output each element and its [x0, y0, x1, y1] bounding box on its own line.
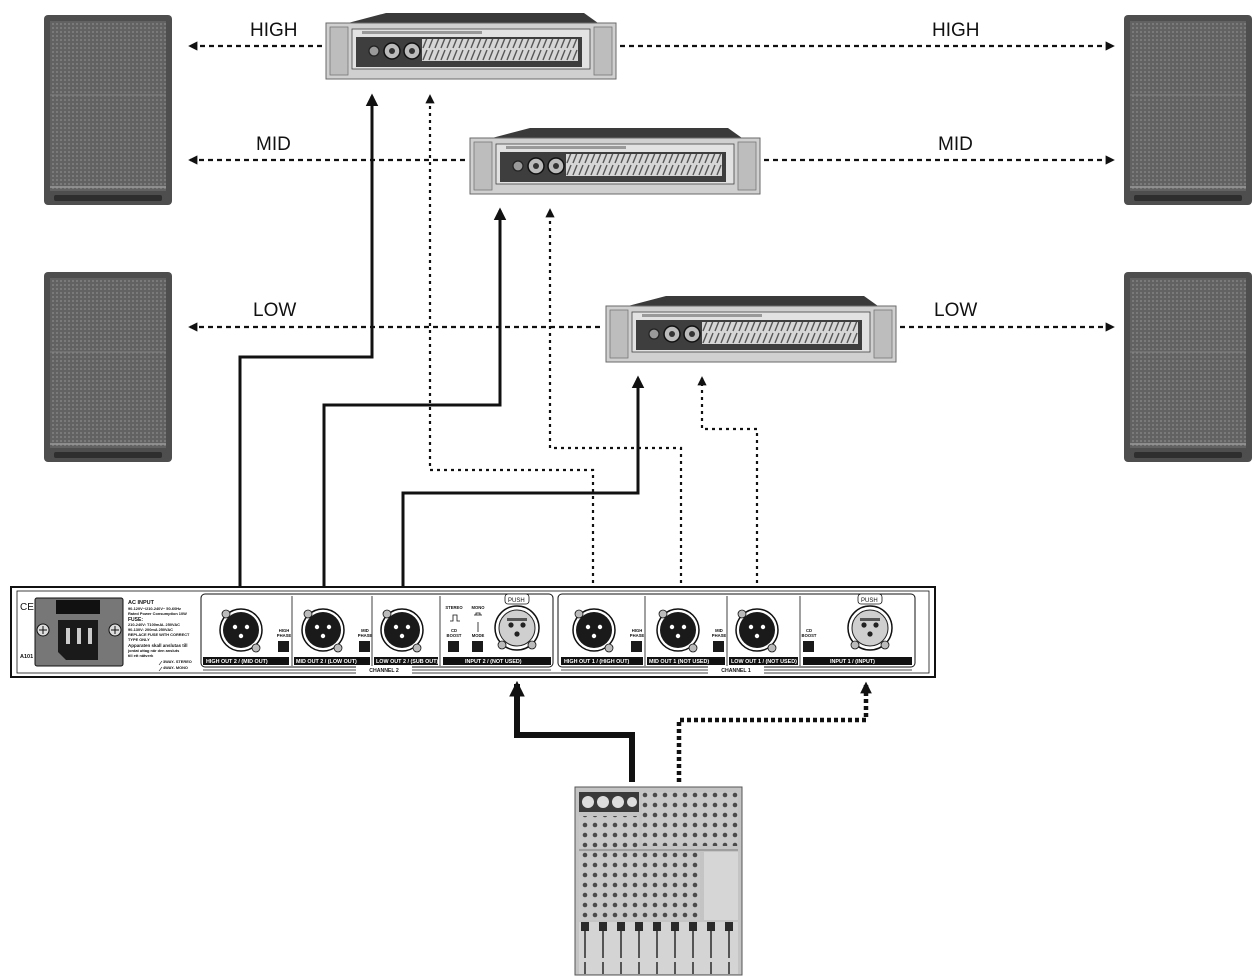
- push-tab-1: PUSH: [861, 598, 878, 604]
- power-line-0: 90-120V~/210-240V~ 50-60Hz: [128, 606, 181, 611]
- cable-ch2-mid: [322, 207, 507, 590]
- switch-mode[interactable]: [472, 641, 483, 652]
- label-mid-right: MID: [938, 134, 973, 155]
- speaker-left-top: [43, 14, 173, 206]
- bar-input-2: INPUT 2 / (NOT USED): [465, 659, 522, 665]
- switch-mid-phase-2[interactable]: [359, 641, 370, 652]
- label-low-left: LOW: [253, 300, 296, 321]
- power-line-2: FUSE:: [128, 617, 143, 623]
- label-high-right: HIGH: [932, 20, 980, 41]
- amplifier-low: [605, 295, 897, 363]
- xlr-high-out-1: [572, 608, 616, 653]
- power-line-4: 90-130V: 200mA 250VAC: [128, 627, 173, 632]
- label-mid-phase-1-b: PHASE: [712, 633, 727, 638]
- label-low-right: LOW: [934, 300, 977, 321]
- power-line-9: till ett nätverk: [128, 653, 154, 658]
- label-cd-boost-2-b: BOOST: [447, 633, 462, 638]
- ce-mark: CE: [20, 602, 34, 613]
- cable-mixer-to-input2: [509, 680, 635, 782]
- mono-switch-icon: [474, 612, 482, 632]
- bar-mid-out-1: MID OUT 1 (NOT USED): [649, 659, 709, 665]
- label-mode: MODE: [472, 633, 485, 638]
- label-high-left: HIGH: [250, 20, 298, 41]
- channel-2-label: CHANNEL 2: [369, 668, 399, 674]
- cable-ch1-mid: [545, 208, 683, 590]
- model-number: A101: [20, 654, 33, 660]
- xlr-low-out-1: [735, 608, 779, 653]
- bar-low-out-1: LOW OUT 1 / (NOT USED): [731, 659, 797, 665]
- speaker-right-top: [1123, 14, 1253, 206]
- speaker-left-bottom: [43, 271, 173, 463]
- bar-high-out-1: HIGH OUT 1 / (HIGH OUT): [564, 659, 629, 665]
- xlr-mid-out-1: [656, 608, 700, 653]
- speaker-right-bottom: [1123, 271, 1253, 463]
- amplifier-mid: [469, 127, 761, 195]
- switch-cd-boost-1[interactable]: [803, 641, 814, 652]
- power-line-3: 210-240V: T100mAL 250VAC: [128, 622, 180, 627]
- cable-mixer-to-input1: [676, 681, 872, 782]
- bar-low-out-2: LOW OUT 2 / (SUB OUT): [376, 659, 438, 665]
- label-mono: MONO: [471, 605, 485, 610]
- label-cd-boost-2-a: CD: [451, 628, 457, 633]
- power-line-5: REPLACE FUSE WITH CORRECT: [128, 632, 190, 637]
- push-tab-2: PUSH: [508, 598, 525, 604]
- label-cd-boost-1-b: BOOST: [802, 633, 817, 638]
- xlr-input-1: [847, 605, 893, 651]
- cable-ch2-high: [238, 93, 379, 590]
- label-cd-boost-1-a: CD: [806, 628, 812, 633]
- label-mid-phase-1-a: MID: [715, 628, 723, 633]
- bar-high-out-2: HIGH OUT 2 / (MID OUT): [206, 659, 268, 665]
- xlr-input-2: [494, 605, 540, 651]
- xlr-mid-out-2: [301, 608, 345, 653]
- power-line-7: Apparaten skall anslutas till: [128, 643, 188, 648]
- power-inlet: [34, 597, 124, 667]
- cable-ch2-low: [401, 375, 645, 590]
- label-high-phase-1-b: PHASE: [630, 633, 645, 638]
- mixer: [574, 786, 743, 976]
- label-mid-left: MID: [256, 134, 291, 155]
- switch-mid-phase-1[interactable]: [713, 641, 724, 652]
- channel-1-label: CHANNEL 1: [721, 668, 751, 674]
- mode-mono-text: 4WAY- MONO: [163, 665, 188, 670]
- power-line-6: TYPE ONLY: [128, 637, 150, 642]
- xlr-low-out-2: [380, 608, 424, 653]
- label-high-phase-2-a: HIGH: [279, 628, 289, 633]
- amplifier-high: [325, 12, 617, 80]
- power-line-8: jordat uttag när den ansluts: [127, 648, 179, 653]
- bar-input-1: INPUT 1 / (INPUT): [830, 659, 875, 665]
- cable-ch1-low: [697, 376, 759, 590]
- cable-ch1-high: [425, 94, 595, 590]
- label-mid-phase-2-b: PHASE: [358, 633, 373, 638]
- bar-mid-out-2: MID OUT 2 / (LOW OUT): [296, 659, 357, 665]
- crossover-rear-panel: CE A101 AC INPUT 90-120V~/210-240V~ 50-6…: [10, 586, 936, 678]
- label-mid-phase-2-a: MID: [361, 628, 369, 633]
- label-high-phase-2-b: PHASE: [277, 633, 292, 638]
- switch-high-phase-1[interactable]: [631, 641, 642, 652]
- switch-cd-boost-2[interactable]: [448, 641, 459, 652]
- switch-high-phase-2[interactable]: [278, 641, 289, 652]
- mode-stereo-text: 3WAY- STEREO: [163, 659, 192, 664]
- label-high-phase-1-a: HIGH: [632, 628, 642, 633]
- xlr-high-out-2: [219, 608, 263, 653]
- power-line-1: Rated Power Consumption 10W: [128, 611, 187, 616]
- stereo-switch-icon: [450, 614, 460, 622]
- label-stereo: STEREO: [445, 605, 463, 610]
- power-title: AC INPUT: [128, 600, 155, 606]
